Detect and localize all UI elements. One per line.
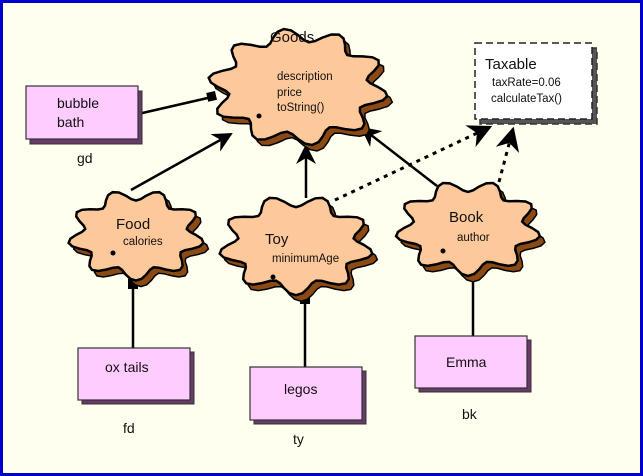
class-member: calories xyxy=(123,236,163,248)
gd-link-anchor xyxy=(206,90,217,102)
book-to-goods-arrow xyxy=(360,126,438,187)
interface-member: taxRate=0.06 xyxy=(492,77,561,89)
object-gd[interactable]: bubble bath gd xyxy=(25,85,143,166)
connectors xyxy=(128,90,520,367)
object-fd[interactable]: ox tails fd xyxy=(77,347,195,436)
class-book[interactable]: Book author xyxy=(394,181,546,283)
object-value-line: ox tails xyxy=(105,359,149,375)
object-bk[interactable]: Emma bk xyxy=(414,335,532,422)
class-cloud xyxy=(218,196,374,297)
class-cloud xyxy=(207,27,389,147)
variable-label: fd xyxy=(123,420,135,436)
object-box xyxy=(25,85,139,140)
cloud-dot xyxy=(110,250,116,256)
interface-member: calculateTax() xyxy=(491,93,562,105)
class-name: Goods xyxy=(270,29,314,46)
class-member: description xyxy=(277,71,333,83)
object-value-line: Emma xyxy=(446,354,487,370)
fd-link-anchor xyxy=(128,279,138,289)
class-member: minimumAge xyxy=(272,253,339,265)
object-value-line: bubble xyxy=(57,95,99,111)
interface-box xyxy=(474,42,593,120)
book-to-taxable-dotted-arrow xyxy=(495,126,520,183)
object-value-line: bath xyxy=(57,114,84,130)
class-diagram: Goods description price toString() Food calor… xyxy=(25,27,598,447)
class-cloud xyxy=(394,181,542,278)
class-name: Toy xyxy=(265,231,289,248)
class-food[interactable]: Food calories xyxy=(67,190,210,288)
variable-label: ty xyxy=(293,431,304,447)
class-member: toString() xyxy=(277,102,324,114)
class-name: Book xyxy=(449,209,484,226)
class-member: author xyxy=(457,232,490,244)
class-name: Food xyxy=(116,216,150,233)
object-value-line: legos xyxy=(284,381,317,397)
class-cloud xyxy=(67,190,205,282)
object-box xyxy=(414,335,528,389)
interface-taxable[interactable]: Taxable taxRate=0.06 calculateTax() xyxy=(474,42,598,125)
object-box xyxy=(77,347,191,401)
class-member: price xyxy=(277,87,302,99)
cloud-dot xyxy=(270,274,276,280)
class-goods[interactable]: Goods description price toString() xyxy=(207,27,394,152)
cloud-dot xyxy=(440,248,446,254)
food-to-goods-arrow xyxy=(130,132,233,192)
variable-label: gd xyxy=(77,150,93,166)
interface-name: Taxable xyxy=(485,56,537,73)
object-ty[interactable]: legos ty xyxy=(249,366,367,447)
variable-label: bk xyxy=(462,406,478,422)
toy-to-taxable-dotted-arrow xyxy=(334,125,493,202)
object-box xyxy=(249,366,363,421)
class-toy[interactable]: Toy minimumAge xyxy=(218,196,379,302)
cloud-dot xyxy=(256,113,262,119)
gd-to-goods-link xyxy=(137,95,213,116)
